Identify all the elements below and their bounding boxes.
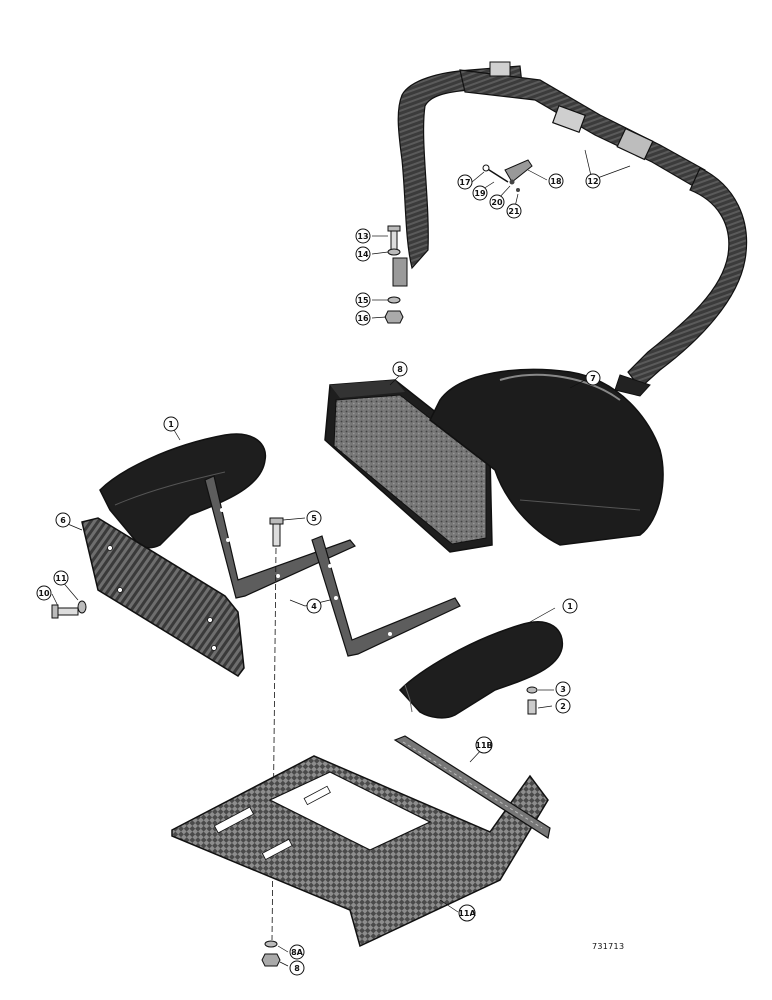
callout-1-lower: 1 [562, 598, 578, 614]
small-pin [482, 164, 490, 172]
svg-text:4: 4 [311, 602, 317, 611]
callout-20: 20 [489, 194, 505, 210]
callout-5: 5 [306, 510, 322, 526]
callout-16: 16 [355, 310, 371, 326]
svg-text:8: 8 [294, 964, 300, 973]
svg-text:1: 1 [168, 420, 174, 429]
seat-belt-strap-right [627, 167, 748, 389]
svg-text:17: 17 [459, 178, 470, 187]
callout-13: 13 [355, 228, 371, 244]
svg-text:8: 8 [397, 365, 403, 374]
callout-7: 7 [585, 370, 601, 386]
belt-end-tip [614, 374, 651, 397]
svg-text:16: 16 [357, 314, 369, 323]
seat-rail [393, 735, 551, 839]
svg-text:13: 13 [357, 232, 368, 241]
callout-2: 2 [555, 698, 571, 714]
callout-14: 14 [355, 246, 371, 262]
mounting-bolt [269, 517, 284, 547]
svg-text:11A: 11A [458, 909, 476, 918]
svg-text:11: 11 [55, 574, 67, 583]
bracket-front [311, 535, 461, 657]
seat-back-cushion [324, 379, 493, 553]
svg-text:7: 7 [590, 374, 596, 383]
callout-8a: 8A [289, 944, 305, 960]
svg-text:20: 20 [491, 198, 503, 207]
armrest-left [99, 433, 267, 549]
svg-text:12: 12 [587, 177, 598, 186]
support-brackets [204, 475, 461, 657]
belt-anchor-plate [392, 257, 408, 287]
svg-text:6: 6 [60, 516, 66, 525]
svg-text:21: 21 [508, 207, 520, 216]
base-plate [171, 755, 549, 948]
anchor-washer [387, 248, 401, 256]
belt-adjuster [489, 61, 511, 77]
callout-8-lower: 8 [289, 960, 305, 976]
callout-markers: 1 1 2 3 4 5 6 7 8 8 8A 10 11 11A 11B 12 … [36, 173, 601, 976]
callout-15: 15 [355, 292, 371, 308]
callout-8-upper: 8 [392, 361, 408, 377]
latch-lever [504, 159, 533, 183]
svg-text:19: 19 [474, 189, 486, 198]
svg-text:8A: 8A [291, 948, 304, 957]
side-panel-bolt [51, 600, 87, 619]
base-nut-washer [261, 940, 281, 967]
seat-belt-strap-upper [459, 69, 706, 191]
svg-text:1: 1 [567, 602, 573, 611]
callout-12: 12 [585, 173, 601, 189]
callout-19: 19 [472, 185, 488, 201]
belt-buckle-right [616, 127, 654, 161]
svg-text:10: 10 [38, 589, 50, 598]
seat-cushion [429, 368, 664, 546]
svg-text:3: 3 [560, 685, 566, 694]
seat-belt [392, 61, 748, 397]
callout-4: 4 [306, 598, 322, 614]
anchor-nut [384, 310, 404, 324]
svg-text:18: 18 [550, 177, 562, 186]
seat-belt-strap-left [397, 65, 523, 270]
svg-text:5: 5 [311, 514, 317, 523]
side-panel [81, 517, 245, 677]
callout-18: 18 [548, 173, 564, 189]
callout-3: 3 [555, 681, 571, 697]
callout-1-upper: 1 [163, 416, 179, 432]
belt-anchor-hardware [384, 225, 404, 324]
armrest-hardware [526, 686, 538, 715]
callout-6: 6 [55, 512, 71, 528]
anchor-lockwasher [387, 296, 401, 304]
callout-11a: 11A [458, 904, 476, 922]
callout-10: 10 [36, 585, 52, 601]
callout-21: 21 [506, 203, 522, 219]
armrest-right [398, 621, 564, 719]
bracket-rear [204, 475, 356, 599]
figure-reference-number: 731713 [592, 942, 625, 951]
belt-buckle-upper [551, 104, 587, 134]
alignment-line [271, 547, 277, 941]
svg-text:15: 15 [357, 296, 369, 305]
svg-text:11B: 11B [475, 741, 492, 750]
buckle-hardware [482, 159, 533, 192]
svg-text:2: 2 [560, 702, 566, 711]
callout-11: 11 [53, 570, 69, 586]
callout-11b: 11B [475, 736, 493, 754]
svg-text:14: 14 [357, 250, 369, 259]
callout-17: 17 [457, 174, 473, 190]
